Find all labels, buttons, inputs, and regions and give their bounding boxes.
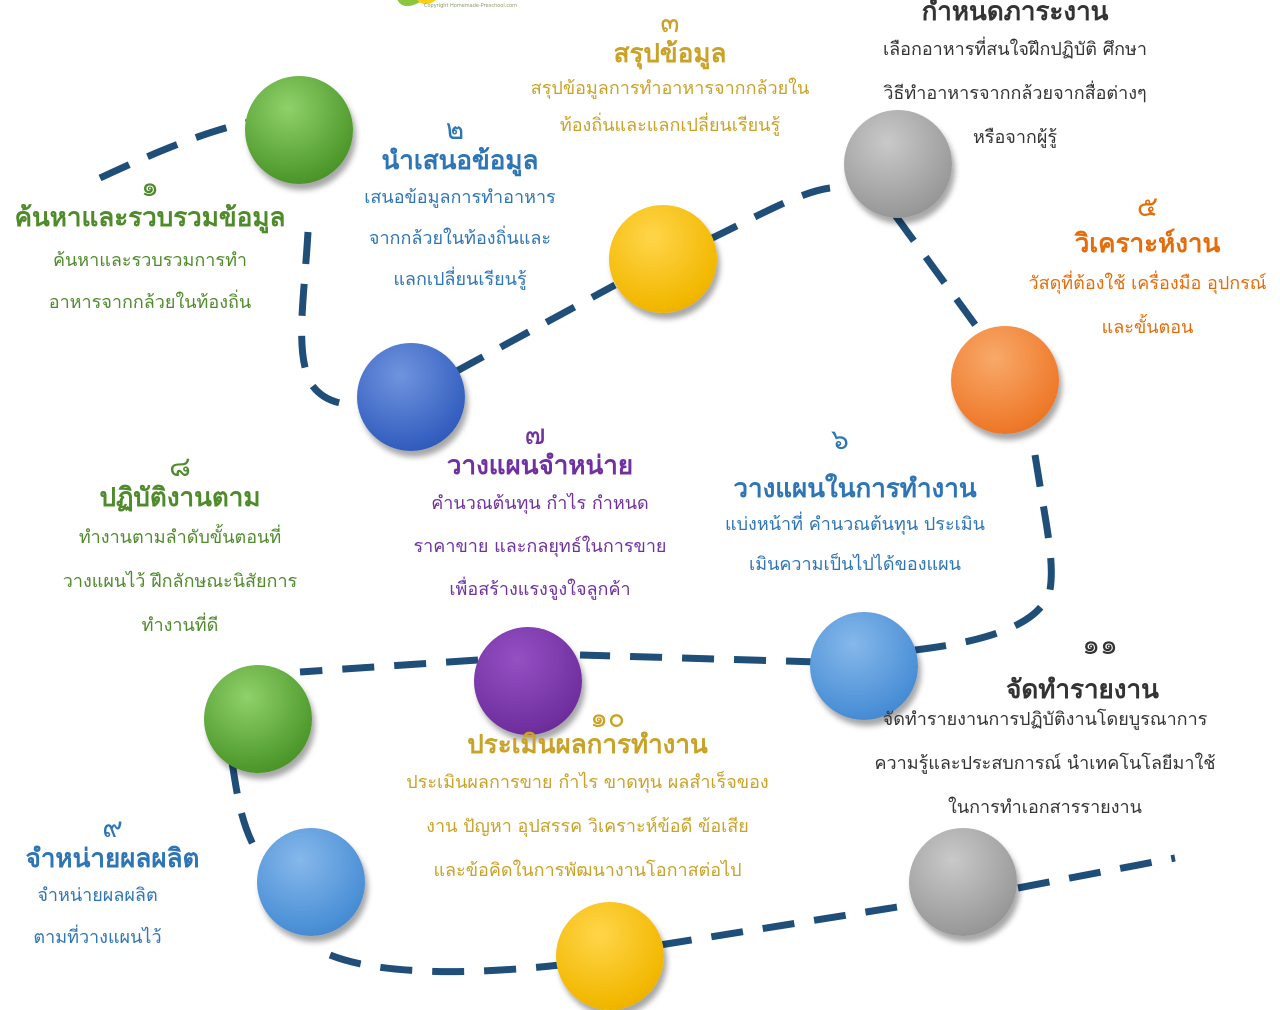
step-number: ๓ bbox=[660, 6, 680, 39]
step-number: ๑ bbox=[141, 170, 159, 203]
copyright-text: Copyright Homemade-Preschool.com bbox=[424, 3, 518, 9]
step-6-node bbox=[810, 612, 918, 720]
step-description: ทำงานตามลำดับขั้นตอนที่ วางแผนไว้ ฝึกลัก… bbox=[62, 527, 298, 636]
step-title: วางแผนในการทำงาน bbox=[733, 474, 977, 504]
step-2: ๒ นำเสนอข้อมูล เสนอข้อมูลการทำอาหาร จากก… bbox=[330, 115, 590, 300]
dashed-path-line bbox=[98, 118, 1176, 976]
step-number: ๑๐ bbox=[590, 701, 625, 734]
step-9: ๙ จำหน่ายผลผลิต จำหน่ายผลผลิต ตามที่วางแ… bbox=[0, 813, 225, 959]
step-number: ๘ bbox=[169, 450, 191, 483]
step-4-node bbox=[844, 110, 952, 218]
step-number: ๑๑ bbox=[1082, 628, 1118, 661]
step-number: ๒ bbox=[445, 113, 465, 146]
step-title: กำหนดภาระงาน bbox=[921, 0, 1109, 27]
leaf-logo-icon bbox=[397, 0, 436, 7]
step-title: จำหน่ายผลผลิต bbox=[25, 844, 200, 874]
step-title: วิเคราะห์งาน bbox=[1074, 229, 1221, 259]
step-3-node bbox=[609, 205, 717, 313]
step-description: สรุปข้อมูลการทำอาหารจากกล้วยใน ท้องถิ่นแ… bbox=[530, 78, 810, 136]
step-10: ๑๐ ประเมินผลการทำงาน ประเมินผลการขาย กำไ… bbox=[370, 703, 805, 893]
step-2-node bbox=[357, 343, 465, 451]
step-8-node bbox=[204, 665, 312, 773]
step-10-node bbox=[556, 902, 664, 1010]
step-title: นำเสนอข้อมูล bbox=[381, 146, 539, 176]
step-title: ประเมินผลการทำงาน bbox=[467, 730, 708, 760]
step-number: ๗ bbox=[524, 418, 546, 451]
logo: Copyright Homemade-Preschool.com bbox=[392, 0, 517, 18]
step-11: ๑๑ จัดทำรายงาน จัดทำรายงานการปฏิบัติงานโ… bbox=[855, 630, 1235, 830]
step-description: จัดทำรายงานการปฏิบัติงานโดยบูรณาการ ความ… bbox=[874, 709, 1216, 818]
step-description: จำหน่ายผลผลิต ตามที่วางแผนไว้ bbox=[33, 885, 162, 948]
step-4: กำหนดภาระงาน เลือกอาหารที่สนใจฝึกปฏิบัติ… bbox=[850, 0, 1180, 160]
step-number: ๕ bbox=[1136, 190, 1159, 223]
step-description: วัสดุที่ต้องใช้ เครื่องมือ อุปกรณ์ และขั… bbox=[1028, 273, 1267, 338]
step-number: ๖ bbox=[831, 423, 849, 456]
step-8: ๘ ปฏิบัติงานตาม ทำงานตามลำดับขั้นตอนที่ … bbox=[35, 452, 325, 648]
step-5-node bbox=[951, 326, 1059, 434]
step-1: ๑ ค้นหาและรวบรวมข้อมูล ค้นหาและรวบรวมการ… bbox=[0, 172, 300, 324]
step-9-node bbox=[257, 828, 365, 936]
step-description: เลือกอาหารที่สนใจฝึกปฏิบัติ ศึกษา วิธีทำ… bbox=[882, 39, 1148, 148]
step-description: ค้นหาและรวบรวมการทำ อาหารจากกล้วยในท้องถ… bbox=[48, 250, 252, 313]
step-1-node bbox=[245, 76, 353, 184]
step-title: จัดทำรายงาน bbox=[1006, 675, 1159, 705]
step-description: คำนวณต้นทุน กำไร กำหนด ราคาขาย และกลยุทธ… bbox=[413, 493, 667, 600]
step-5: ๕ วิเคราะห์งาน วัสดุที่ต้องใช้ เครื่องมื… bbox=[1015, 192, 1280, 350]
step-title: ปฏิบัติงานตาม bbox=[99, 483, 261, 513]
step-title: สรุปข้อมูล bbox=[613, 39, 727, 69]
step-6: ๖ วางแผนในการทำงาน แบ่งหน้าที่ คำนวณต้นท… bbox=[700, 425, 1010, 585]
step-description: เสนอข้อมูลการทำอาหาร จากกล้วยในท้องถิ่นแ… bbox=[364, 187, 556, 290]
step-7-node bbox=[474, 627, 582, 735]
step-number: ๙ bbox=[102, 811, 123, 844]
step-7: ๗ วางแผนจำหน่าย คำนวณต้นทุน กำไร กำหนด ร… bbox=[385, 420, 695, 611]
step-description: แบ่งหน้าที่ คำนวณต้นทุน ประเมิน เมินความ… bbox=[725, 514, 985, 575]
step-title: ค้นหาและรวบรวมข้อมูล bbox=[14, 203, 286, 233]
step-11-node bbox=[909, 828, 1017, 936]
step-description: ประเมินผลการขาย กำไร ขาดทุน ผลสำเร็จของ … bbox=[406, 772, 769, 881]
step-3: ๓ สรุปข้อมูล สรุปข้อมูลการทำอาหารจากกล้ว… bbox=[500, 8, 840, 144]
step-title: วางแผนจำหน่าย bbox=[446, 451, 634, 481]
